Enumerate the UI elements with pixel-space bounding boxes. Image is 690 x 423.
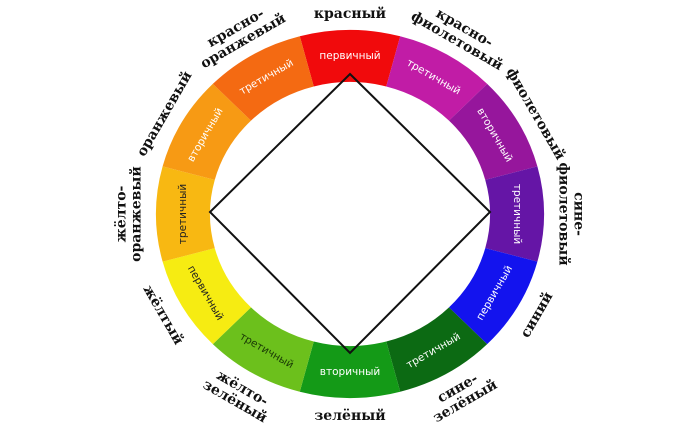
segment-red-violet — [386, 36, 488, 121]
segment-yellow-orange — [155, 166, 215, 262]
segment-type-label-blue-violet: третичный — [511, 184, 523, 244]
wheel-segments — [155, 30, 544, 398]
segment-type-label-red: первичный — [319, 50, 380, 62]
color-name-line: жёлто- — [114, 185, 130, 242]
harmony-square — [208, 72, 492, 355]
segment-green — [299, 341, 401, 398]
segment-type-label-green: вторичный — [320, 366, 380, 378]
segment-yellow — [162, 248, 252, 345]
color-name-line: сине- — [571, 192, 587, 236]
segment-red — [299, 30, 401, 87]
segment-violet — [448, 83, 538, 180]
segment-blue — [448, 248, 538, 345]
color-name-yellow-orange: жёлто-оранжевый — [114, 166, 145, 262]
segment-blue-violet — [485, 166, 544, 262]
segment-type-label-yellow-orange: третичный — [177, 184, 189, 244]
segment-yellow-green — [212, 307, 314, 392]
color-name-line: красный — [314, 5, 386, 22]
segment-orange — [162, 83, 252, 180]
segment-blue-green — [386, 307, 488, 392]
segment-red-orange — [212, 36, 314, 121]
color-name-red: красный — [314, 5, 386, 22]
color-name-line: оранжевый — [128, 166, 145, 262]
color-name-blue-violet: сине-фиолетовый — [556, 162, 587, 265]
color-name-green: зелёный — [314, 407, 385, 423]
color-name-line: зелёный — [314, 407, 385, 423]
color-name-line: фиолетовый — [556, 162, 573, 265]
